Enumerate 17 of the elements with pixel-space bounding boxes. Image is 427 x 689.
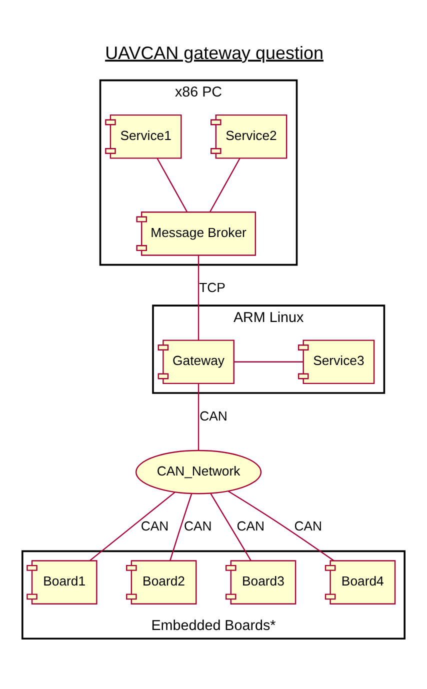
- connector: [228, 490, 334, 562]
- node-ellipse: CAN_Network: [135, 450, 262, 494]
- edge-label: CAN: [236, 518, 265, 534]
- edge-label: CAN: [140, 518, 169, 534]
- connector: [209, 158, 240, 212]
- edge-label: CAN: [200, 408, 228, 424]
- edge-label: CAN: [294, 518, 322, 534]
- connector: [234, 361, 304, 362]
- connector: [156, 158, 188, 212]
- connector: [198, 384, 200, 450]
- connector: [198, 256, 200, 340]
- connector: [210, 493, 252, 561]
- edge-label: TCP: [199, 280, 226, 296]
- connector: [90, 492, 176, 561]
- edge-label: CAN: [184, 518, 212, 534]
- connector: [170, 494, 192, 561]
- diagram-title: UAVCAN gateway question: [105, 42, 324, 63]
